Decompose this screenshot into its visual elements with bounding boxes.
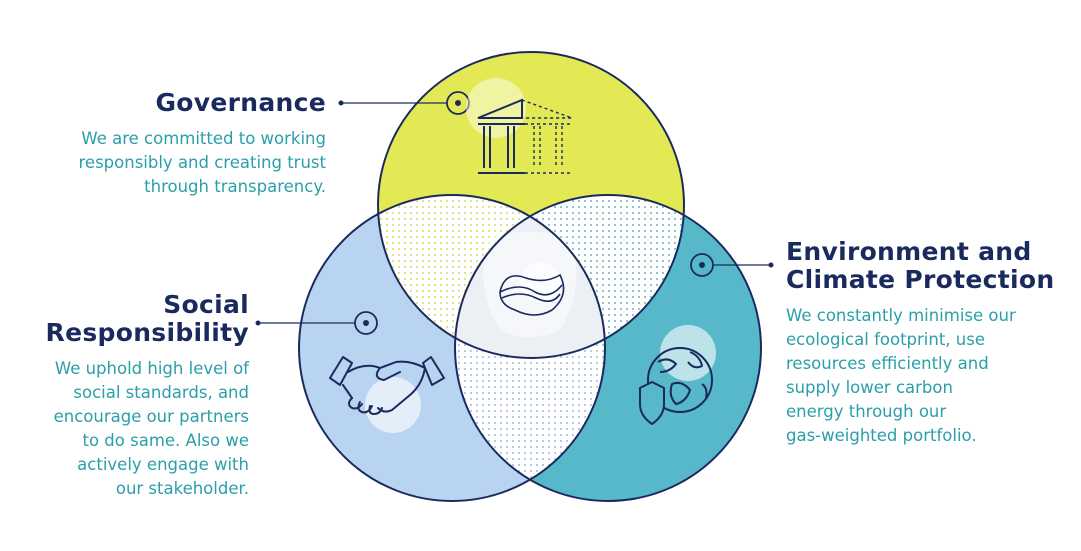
social-desc-line: actively engage with [77,455,249,474]
environment-connector [690,253,774,277]
social-desc-line: social standards, and [73,383,249,402]
social-desc-line: our stakeholder. [115,479,249,498]
social-desc-line: We uphold high level of [54,359,249,378]
environment-desc-line: ecological footprint, use [786,330,985,349]
globe-shield-icon [639,325,716,425]
social-title-line: Responsibility [45,318,249,347]
governance-connector [338,91,470,115]
governance-desc-line: through transparency. [144,177,326,196]
social-description: We uphold high level of social standards… [46,357,249,501]
environment-desc-line: We constantly minimise our [786,306,1016,325]
social-title-line: Social [163,290,249,319]
social-title: Social Responsibility [46,291,249,347]
social-block: Social Responsibility We uphold high lev… [46,291,249,501]
governance-desc-line: responsibly and creating trust [78,153,327,172]
environment-desc-line: gas-weighted portfolio. [786,426,977,445]
environment-block: Environment and Climate Protection We co… [786,238,1054,448]
wave-blob-icon [499,262,565,316]
pillared-building-icon [466,78,573,174]
environment-title: Environment and Climate Protection [786,238,1054,294]
handshake-icon [329,356,445,433]
social-desc-line: to do same. Also we [82,431,250,450]
social-connector [255,311,378,335]
social-desc-line: encourage our partners [53,407,249,426]
governance-desc-line: We are committed to working [81,129,326,148]
governance-block: Governance We are committed to working r… [79,89,327,199]
environment-title-line: Environment and [786,237,1032,266]
environment-desc-line: resources efficiently and [786,354,989,373]
environment-desc-line: energy through our [786,402,947,421]
governance-title: Governance [155,88,326,117]
environment-description: We constantly minimise our ecological fo… [786,304,1054,448]
environment-desc-line: supply lower carbon [786,378,953,397]
environment-title-line: Climate Protection [786,265,1055,294]
governance-description: We are committed to working responsibly … [79,127,327,199]
